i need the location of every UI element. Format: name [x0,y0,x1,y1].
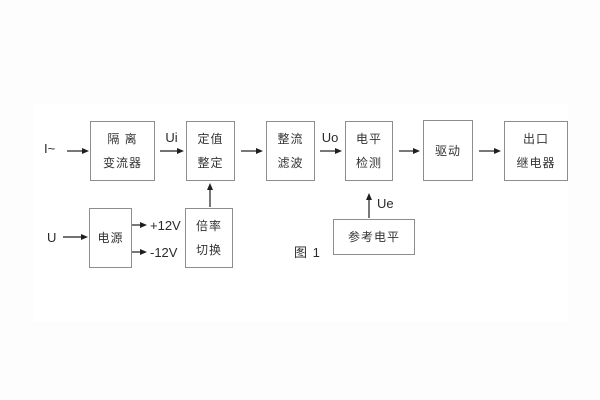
block-rectifier-filter: 整流滤波 [266,121,315,181]
block-driver: 驱动 [423,120,473,181]
label-signal-ui: Ui [165,130,178,145]
block-output-relay: 出口继电器 [504,121,568,181]
label-input-voltage: U [47,230,57,245]
figure-caption: 图 1 [294,245,321,260]
block-reference-level: 参考电平 [333,219,415,255]
label-rail-positive: +12V [150,218,181,233]
label-signal-ue: Ue [377,196,394,211]
label-rail-negative: -12V [150,245,178,260]
block-level-detector: 电平检测 [345,121,393,181]
block-power-supply: 电源 [89,208,132,268]
block-isolation-transformer: 隔 离变流器 [90,121,155,181]
label-signal-uo: Uo [321,130,339,145]
label-input-current: I~ [44,141,56,156]
block-setting-adjust: 定值整定 [186,121,235,181]
block-ratio-switch: 倍率切换 [185,208,233,268]
